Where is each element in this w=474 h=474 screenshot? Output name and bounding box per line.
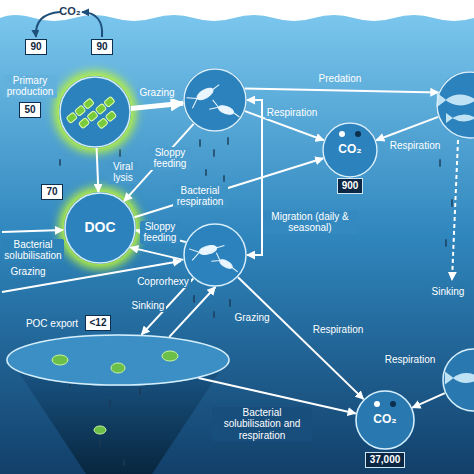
flow-label: Respiration xyxy=(388,140,443,152)
poc-export-ellipse: POC export<12 xyxy=(6,334,230,386)
atmosphere-label: CO₂ xyxy=(59,5,80,17)
node-outline xyxy=(183,223,247,287)
flow-arrow xyxy=(412,393,444,408)
flow-label: Respiration xyxy=(383,354,438,366)
pool-name: DOC xyxy=(84,220,115,235)
flow-arrow xyxy=(97,148,99,192)
fish-circle xyxy=(442,348,474,412)
zooplankton-circle xyxy=(183,68,247,132)
flow-label: Viral lysis xyxy=(108,161,138,184)
fish-circle xyxy=(436,71,474,139)
node-outline xyxy=(59,76,131,148)
phytoplankton-circle: Primary production50 xyxy=(59,76,131,148)
node-label: POC export xyxy=(24,318,80,330)
flow-label: Bacterial solubilisation and respiration xyxy=(212,407,312,442)
process-label: Sinking xyxy=(430,286,467,298)
flow-arrow xyxy=(130,247,183,260)
flow-arrow xyxy=(131,103,183,108)
co2-pool-circle: CO₂900 xyxy=(322,122,378,178)
process-label: Grazing xyxy=(8,266,47,278)
pool-name: CO₂ xyxy=(338,143,361,156)
flow-arrow xyxy=(169,287,215,337)
node-outline xyxy=(436,71,474,139)
pool-name: CO₂ xyxy=(373,413,396,426)
doc-pool-circle: DOC70 xyxy=(64,192,136,264)
zooplankton-circle xyxy=(183,223,247,287)
flow-arrow xyxy=(376,117,438,140)
flow-label: Respiration xyxy=(265,107,320,119)
stock-number: 37,000 xyxy=(365,452,406,468)
co2-pool-circle: CO₂37,000 xyxy=(355,390,415,450)
flux-number: 50 xyxy=(19,102,40,118)
flow-label: Grazing xyxy=(232,312,271,324)
flow-arrow xyxy=(238,277,364,399)
process-label: Bacterial solubilisation xyxy=(2,239,64,262)
flow-arrow xyxy=(247,100,262,255)
node-label: Primary production xyxy=(3,75,57,98)
node-outline xyxy=(183,68,247,132)
stock-number: 900 xyxy=(337,178,364,194)
node-outline xyxy=(6,334,230,386)
flux-number: 90 xyxy=(25,39,46,55)
flux-number: 70 xyxy=(41,184,62,200)
flow-label: Sloppy feeding xyxy=(140,221,180,244)
flux-number: <12 xyxy=(85,315,112,331)
flow-label: Bacterial respiration xyxy=(173,185,228,208)
flow-label: Respiration xyxy=(311,324,366,336)
flow-label: Grazing xyxy=(137,87,176,99)
flow-arrow xyxy=(245,89,439,93)
flow-label: Predation xyxy=(317,73,364,85)
flow-label: Coprorhexy xyxy=(135,276,191,288)
flow-label: Migration (daily & seasonal) xyxy=(263,211,358,234)
flow-label: Sinking xyxy=(130,300,167,312)
node-outline xyxy=(442,348,474,412)
flux-number: 90 xyxy=(91,39,112,55)
flow-label: Sloppy feeding xyxy=(149,147,191,170)
